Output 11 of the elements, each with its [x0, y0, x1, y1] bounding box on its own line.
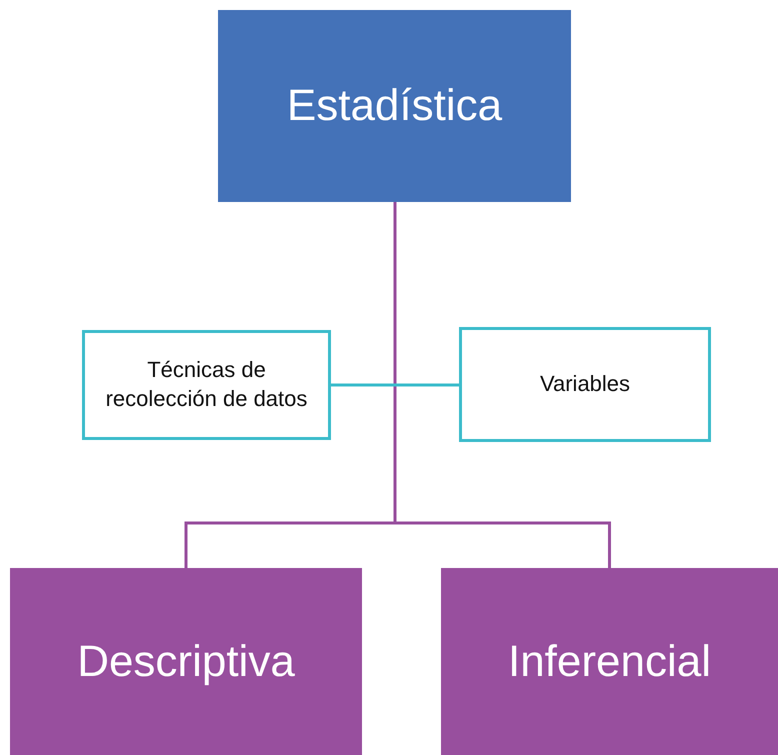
node-label: Inferencial [508, 636, 711, 686]
node-label: Descriptiva [77, 636, 295, 686]
node-label: Técnicas de recolección de datos [104, 356, 308, 413]
connector-line [331, 384, 459, 386]
node-label: Variables [540, 370, 630, 398]
concept-box [459, 327, 711, 442]
category-box [441, 568, 778, 755]
category-box [10, 568, 362, 755]
concept-box [82, 330, 331, 440]
title-box [218, 10, 571, 202]
node-label: Estadística [286, 81, 502, 131]
